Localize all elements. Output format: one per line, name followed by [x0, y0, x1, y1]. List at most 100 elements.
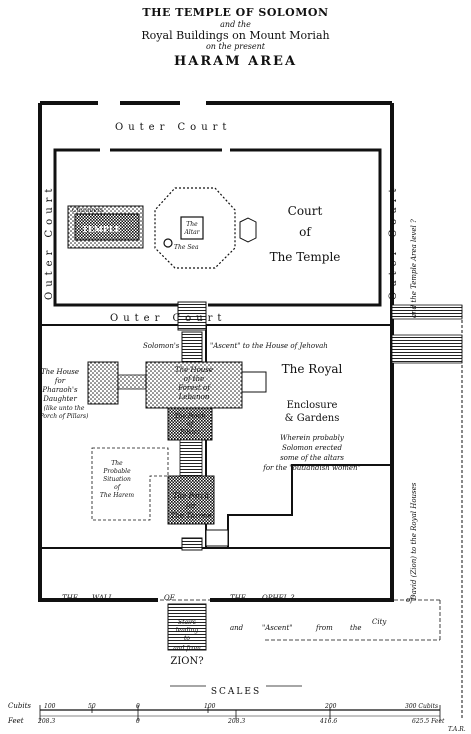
zion-stairs [167, 603, 207, 651]
harem-label-4: of [114, 484, 122, 491]
feet-tick-4: 416.6 [319, 718, 337, 725]
pharaoh-label-4: Daughter [42, 395, 77, 403]
title-line-4: on the present [205, 42, 266, 51]
cubits-label: Cubits [8, 702, 31, 710]
stairs-label-2: leading [176, 627, 199, 634]
altar-label-1: The [186, 221, 198, 228]
lower-stairs [181, 537, 203, 551]
feet-label: Feet [7, 717, 24, 725]
court-label-3: The Temple [270, 250, 341, 264]
outer-court-right-label: Outer Court [388, 184, 399, 300]
title-line-1: THE TEMPLE OF SOLOMON [142, 6, 329, 19]
zion-label: ZION? [170, 656, 203, 667]
scales-heading: SCALES [211, 687, 261, 697]
harem-label-5: The Harem [100, 492, 135, 499]
house-ascent-stairs [181, 331, 203, 363]
pharaoh-label-5: (like unto the [44, 405, 85, 412]
wall-ophel-3: OF [164, 594, 176, 602]
outer-enclosure-wall [38, 101, 394, 602]
temple-ascent-stairs [177, 301, 207, 331]
pharaoh-label-1: The House [41, 368, 79, 376]
altar [180, 216, 204, 240]
scale-ticks [39, 705, 441, 721]
feet-tick-3: 208.3 [227, 718, 245, 725]
david-zion-label: David (Zion) to the Royal Houses [410, 482, 418, 601]
feet-tick-5: 625.5 Feet [412, 718, 445, 725]
wall-ophel-4: THE [230, 594, 246, 602]
altar-court-octagon [154, 187, 236, 269]
lebanon-annex [241, 371, 267, 393]
lebanon-label-3: Forest of [177, 384, 211, 392]
ascent-city-4: the [350, 624, 361, 632]
side-tower [239, 217, 257, 243]
harem-label-1: The [111, 460, 123, 467]
pharaoh-label-6: Porch of Pillars) [39, 413, 89, 420]
temple-label: TEMPLE [82, 224, 121, 234]
cubits-tick-3: 0 [136, 703, 140, 710]
lebanon-label-2: of the [184, 375, 205, 383]
title-line-5: HARAM AREA [173, 54, 298, 69]
cubits-tick-1: 100 [44, 703, 56, 710]
cubits-tick-4: 100 [204, 703, 216, 710]
cubits-tick-6: 300 Cubits [405, 703, 438, 710]
cubits-tick-2: 50 [88, 703, 96, 710]
solomons-label: Solomon's [143, 342, 180, 350]
outer-court-bottom-label: Outer Court [110, 313, 226, 324]
cubits-tick-5: 200 [324, 703, 337, 710]
harem-label-2: Probable [102, 468, 131, 475]
ascent-city-5: City [372, 618, 387, 626]
porch-of-throne [167, 475, 215, 525]
altar-label-2: Altar [183, 229, 200, 236]
wherein-line-1: Wherein probably [280, 434, 345, 442]
wall-ophel-5: OPHEL ? [262, 594, 295, 602]
enclosure-label-1: Enclosure [287, 400, 338, 411]
wherein-line-4: for the "outlandish women" [262, 464, 361, 472]
stairs-label-4: and from [173, 645, 201, 652]
stairs-label-3: to [184, 635, 190, 642]
ascent-house-label: "Ascent" to the House of Jehovah [210, 342, 328, 350]
ascent-city-1: and [230, 624, 244, 632]
right-side-stairs [391, 304, 463, 720]
the-sea-label: The Sea [174, 244, 199, 251]
chambers-label: Chambers [72, 207, 103, 214]
harem-outline [91, 447, 169, 521]
wall-ophel-1: THE [62, 594, 78, 602]
house-forest-of-lebanon [145, 361, 243, 409]
lebanon-label-1: The House [175, 366, 213, 374]
temple-sanctuary [74, 213, 140, 241]
porch-throne-label-3: The Throne [171, 512, 212, 520]
ascent-city-2: "Ascent" [262, 624, 292, 632]
porch-pillars-label-3: Pillars [179, 429, 199, 436]
porch-throne-label-1: The Porch [173, 492, 209, 500]
of-label: of [406, 596, 414, 604]
court-label-1: Court [288, 204, 323, 218]
outer-court-left-label: Outer Court [44, 184, 55, 300]
temple-area-level-label: and the Temple Area level ? [410, 219, 418, 318]
feet-tick-2: 0 [136, 718, 140, 725]
wherein-line-2: Solomon erected [282, 444, 343, 452]
stairs-label-1: Stairs [178, 619, 196, 626]
gate-block [205, 529, 229, 547]
ascent-city-3: from [315, 624, 333, 632]
enclosure-label-2: & Gardens [285, 413, 340, 424]
lebanon-label-4: Lebanon [178, 393, 210, 401]
court-label-2: of [299, 225, 312, 239]
throne-passage [179, 439, 203, 477]
pharaohs-daughter-house [87, 361, 119, 405]
porch-pillars-label-2: of [187, 421, 195, 428]
wall-ophel-2: WALL [92, 594, 114, 602]
title-line-3: Royal Buildings on Mount Moriah [141, 29, 330, 42]
porch-of-pillars [167, 407, 213, 441]
initials: T.A.R. [448, 726, 466, 733]
inner-court-wall [53, 148, 382, 307]
outer-court-top-label: Outer Court [115, 122, 231, 133]
feet-tick-1: 208.3 [37, 718, 55, 725]
porch-pillars-label-1: The Porch [175, 413, 206, 420]
pharaoh-label-2: for [54, 377, 66, 385]
harem-label-3: Situation [103, 476, 131, 483]
pharaoh-house-link [117, 374, 147, 390]
wherein-line-3: some of the altars [280, 454, 344, 462]
porch-throne-label-2: for [185, 502, 197, 510]
pharaoh-label-3: Pharaoh's [41, 386, 78, 394]
svg-text:Outer Court: Outer Court [115, 122, 231, 133]
